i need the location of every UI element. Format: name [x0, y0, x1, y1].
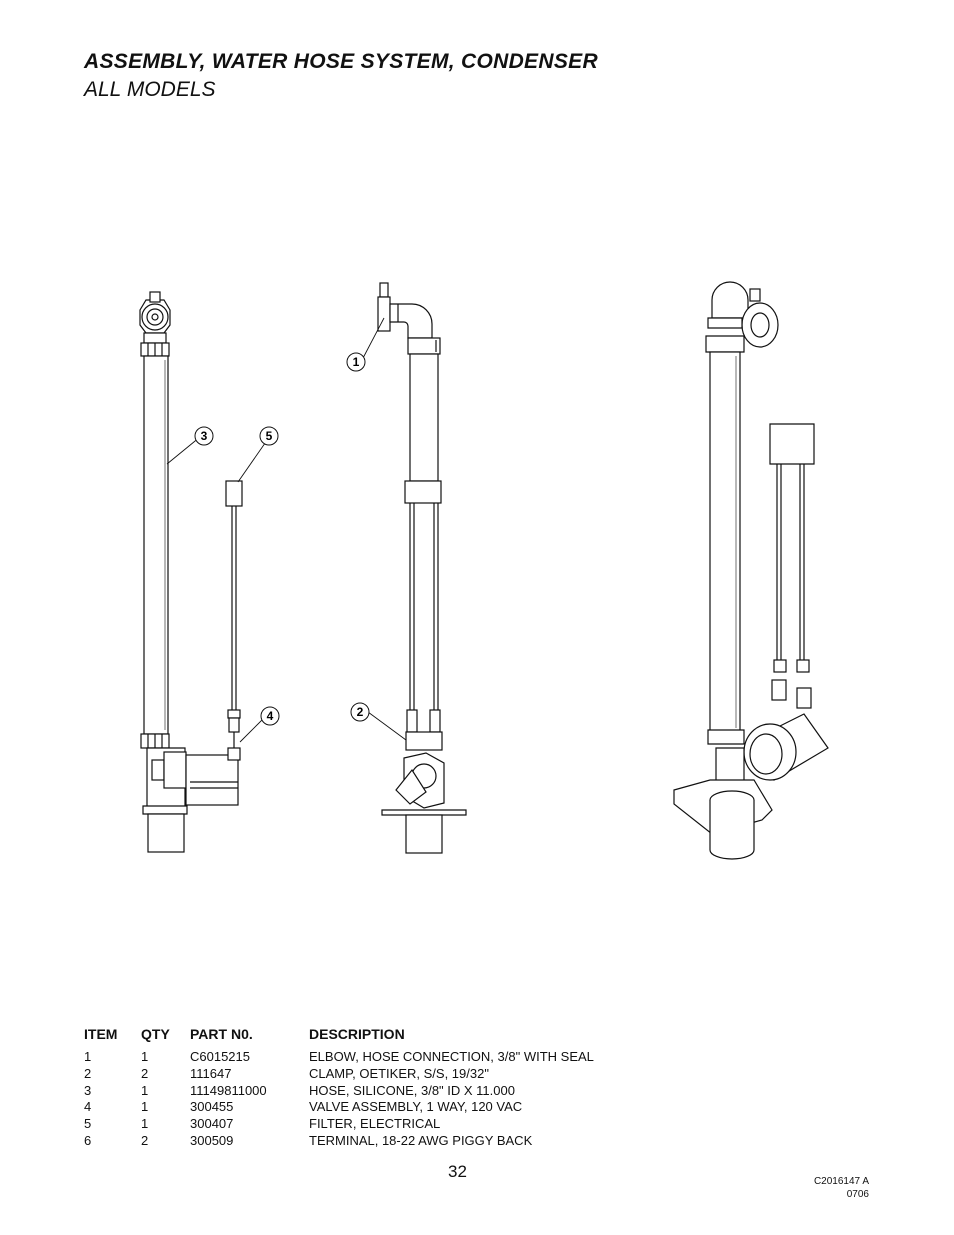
cell-qty: 2	[141, 1132, 149, 1148]
cell-qty: 1	[141, 1116, 149, 1132]
wire-clamp	[404, 480, 442, 504]
callout-4: 4	[267, 709, 274, 723]
right-hose	[709, 351, 741, 733]
cell-part: 300509	[190, 1132, 234, 1148]
cell-desc: VALVE ASSEMBLY, 1 WAY, 120 VAC	[309, 1099, 523, 1115]
cell-part: 111647	[190, 1065, 232, 1081]
header-qty: QTY	[141, 1026, 170, 1042]
parts-table-header: ITEM QTY PART N0. DESCRIPTION	[84, 1026, 644, 1042]
cell-item: 2	[84, 1065, 92, 1081]
cell-item: 1	[84, 1049, 92, 1064]
electrical-filter	[225, 480, 243, 507]
callout-3: 3	[201, 429, 208, 443]
cell-qty: 2	[141, 1065, 149, 1081]
right-view	[673, 281, 829, 860]
cell-desc: FILTER, ELECTRICAL	[309, 1116, 441, 1132]
table-row: 2 2 111647 CLAMP, OETIKER, S/S, 19/32"	[84, 1066, 644, 1083]
cell-part: 11149811000	[190, 1082, 267, 1098]
table-row: 3 1 11149811000 HOSE, SILICONE, 3/8" ID …	[84, 1083, 644, 1100]
parts-table: ITEM QTY PART N0. DESCRIPTION 1 1 C60152…	[84, 1026, 644, 1150]
header-description: DESCRIPTION	[309, 1026, 405, 1042]
left-view	[139, 291, 243, 853]
cell-qty: 1	[141, 1049, 149, 1064]
page-title: ASSEMBLY, WATER HOSE SYSTEM, CONDENSER	[84, 50, 598, 73]
table-row: 1 1 C6015215 ELBOW, HOSE CONNECTION, 3/8…	[84, 1049, 644, 1066]
document-id: C2016147 A 0706	[814, 1175, 869, 1201]
callout-2: 2	[357, 705, 364, 719]
cell-qty: 1	[141, 1082, 149, 1098]
cell-part: 300407	[190, 1116, 234, 1132]
page-number: 32	[448, 1162, 467, 1181]
cell-item: 4	[84, 1099, 92, 1115]
cell-part: C6015215	[190, 1049, 250, 1064]
header-part-no: PART N0.	[190, 1026, 253, 1042]
cell-desc: TERMINAL, 18-22 AWG PIGGY BACK	[309, 1132, 533, 1148]
callout-1: 1	[353, 355, 360, 369]
document-date: 0706	[846, 1189, 869, 1200]
table-row: 5 1 300407 FILTER, ELECTRICAL	[84, 1116, 644, 1133]
cell-qty: 1	[141, 1099, 149, 1115]
silicone-hose	[143, 355, 169, 735]
cell-desc: HOSE, SILICONE, 3/8" ID X 11.000	[309, 1082, 515, 1098]
cell-desc: CLAMP, OETIKER, S/S, 19/32"	[309, 1065, 489, 1081]
right-filter	[769, 423, 815, 465]
cell-item: 6	[84, 1132, 92, 1148]
middle-view	[377, 282, 467, 854]
table-row: 4 1 300455 VALVE ASSEMBLY, 1 WAY, 120 VA…	[84, 1099, 644, 1116]
page-subtitle: ALL MODELS	[84, 78, 216, 101]
cell-desc: ELBOW, HOSE CONNECTION, 3/8" WITH SEAL	[309, 1049, 594, 1064]
solenoid-coil	[185, 754, 239, 806]
cell-item: 3	[84, 1082, 92, 1098]
cell-item: 5	[84, 1116, 92, 1132]
assembly-drawing: 1 2 3 4 5	[139, 281, 829, 860]
callout-5: 5	[266, 429, 273, 443]
cell-part: 300455	[190, 1099, 234, 1115]
header-item: ITEM	[84, 1026, 118, 1042]
table-row: 6 2 300509 TERMINAL, 18-22 AWG PIGGY BAC…	[84, 1133, 644, 1150]
document-code: C2016147 A	[813, 1176, 869, 1187]
